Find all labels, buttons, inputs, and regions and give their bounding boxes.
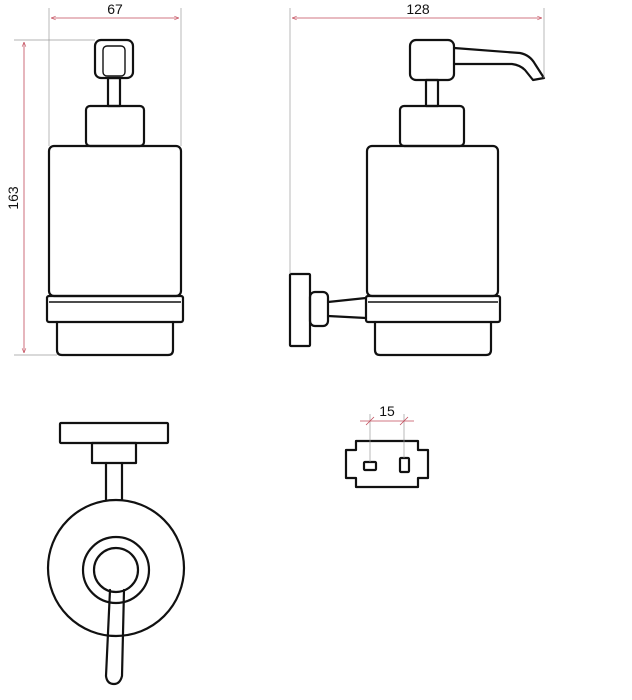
side-pump-neck <box>398 104 466 148</box>
front-holder-band <box>45 294 185 324</box>
side-wall-plate <box>288 272 312 348</box>
dimension-height: 163 <box>5 39 95 356</box>
side-pump-cap <box>408 38 456 82</box>
dimension-side-width-label: 128 <box>406 1 430 17</box>
top-base-ring <box>46 498 186 638</box>
dimension-height-label: 163 <box>5 186 21 210</box>
side-view <box>288 38 546 357</box>
dimension-front-width: 67 <box>48 1 182 146</box>
side-holder-band <box>364 294 502 324</box>
front-view <box>45 38 185 357</box>
front-pump-stem <box>106 76 122 108</box>
top-view <box>46 421 186 686</box>
bracket-plate <box>344 439 430 489</box>
top-wall-boss <box>90 441 138 465</box>
side-arm <box>326 296 368 320</box>
top-pump-outer <box>81 535 151 605</box>
dimension-bracket-gap: 15 <box>360 403 414 462</box>
top-spout <box>104 588 126 686</box>
side-pump-spout <box>452 46 546 82</box>
front-pump-neck <box>84 104 146 148</box>
bracket-detail <box>344 439 430 489</box>
side-base <box>373 320 493 357</box>
top-pump-inner <box>92 546 140 594</box>
bracket-slot-left <box>362 460 378 472</box>
top-wall-plate <box>58 421 170 445</box>
front-pump-cap-inner <box>102 45 126 77</box>
top-arm <box>104 461 124 502</box>
front-base <box>55 320 175 357</box>
side-wall-boss <box>308 290 330 328</box>
dimension-bracket-gap-label: 15 <box>379 403 395 419</box>
dimension-side-width: 128 <box>289 1 545 274</box>
bracket-slot-right <box>398 456 411 474</box>
side-bottle-body <box>365 144 500 298</box>
dimension-front-width-label: 67 <box>107 1 123 17</box>
front-bottle-body <box>47 144 183 298</box>
side-pump-stem <box>424 78 440 108</box>
